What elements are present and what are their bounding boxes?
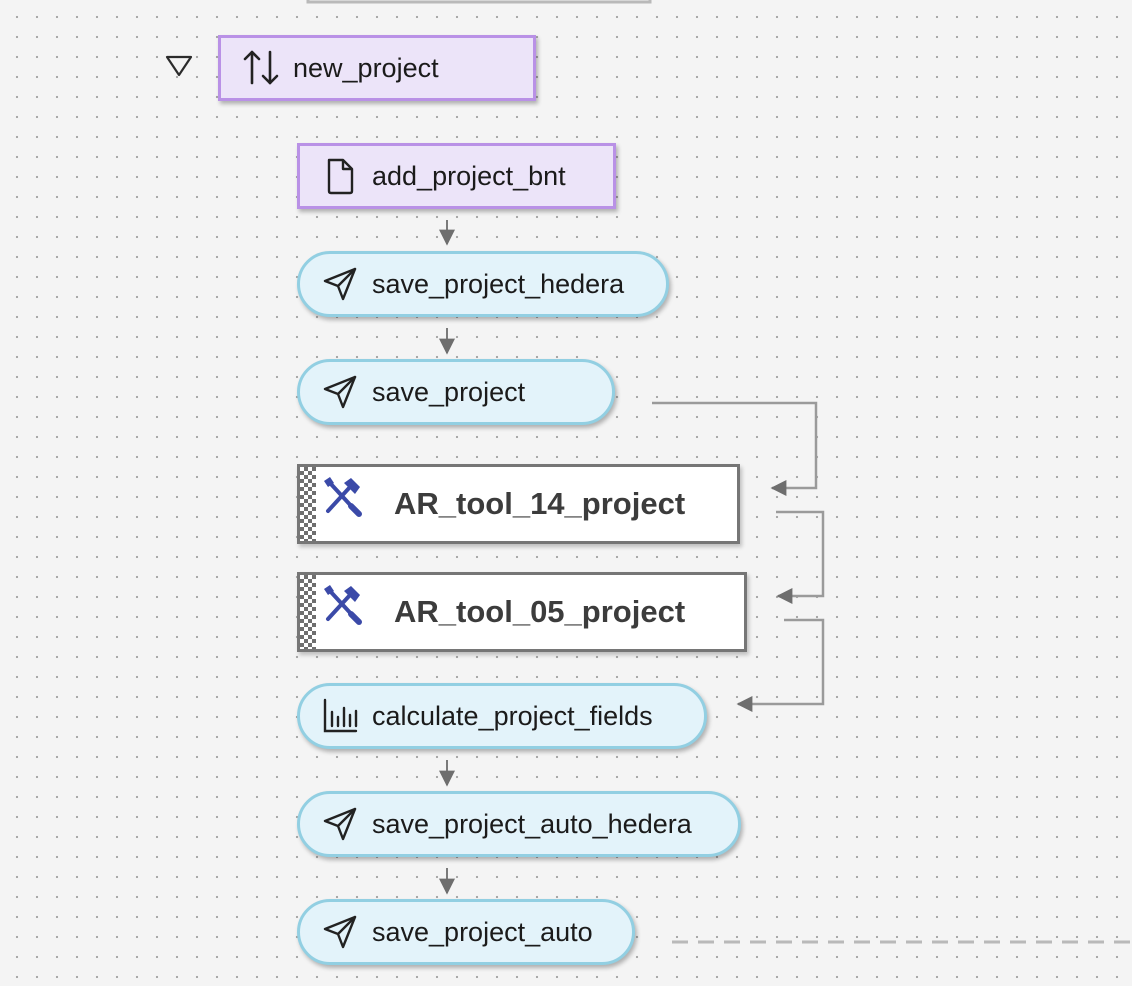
node-label: save_project_auto_hedera (372, 808, 692, 839)
bar-chart-icon (320, 697, 360, 735)
arrows-up-down-icon (241, 47, 281, 89)
edge-previous-stub (306, 0, 652, 4)
send-icon (320, 913, 360, 951)
send-icon (320, 265, 360, 303)
node-ar-tool-05-project[interactable]: AR_tool_05_project (297, 572, 747, 652)
node-label: add_project_bnt (372, 160, 566, 191)
node-label: save_project_hedera (372, 268, 625, 299)
node-save-project[interactable]: save_project (297, 359, 615, 425)
tools-icon (318, 475, 366, 519)
node-label: save_project_auto (372, 916, 593, 947)
send-icon (320, 373, 360, 411)
node-label: calculate_project_fields (372, 700, 653, 731)
node-label: AR_tool_05_project (394, 594, 686, 629)
group-node-new-project[interactable]: new_project (218, 35, 536, 101)
file-icon (320, 156, 360, 196)
tools-icon (318, 583, 366, 627)
edge-tool05-to-calc (736, 618, 825, 712)
collapse-toggle-button[interactable] (162, 53, 196, 83)
node-add-project-bnt[interactable]: add_project_bnt (297, 143, 616, 209)
node-label: AR_tool_14_project (394, 486, 686, 521)
send-icon (320, 805, 360, 843)
collapse-triangle-icon (164, 54, 194, 83)
node-stripe (300, 575, 316, 649)
node-calculate-project-fields[interactable]: calculate_project_fields (297, 683, 707, 749)
node-label: new_project (293, 52, 439, 83)
node-save-project-hedera[interactable]: save_project_hedera (297, 251, 669, 317)
node-save-project-auto[interactable]: save_project_auto (297, 899, 635, 965)
node-label: save_project (372, 376, 526, 407)
node-stripe (300, 467, 316, 541)
edge-tool14-to-tool05 (776, 510, 825, 604)
node-ar-tool-14-project[interactable]: AR_tool_14_project (297, 464, 740, 544)
node-save-project-auto-hedera[interactable]: save_project_auto_hedera (297, 791, 741, 857)
